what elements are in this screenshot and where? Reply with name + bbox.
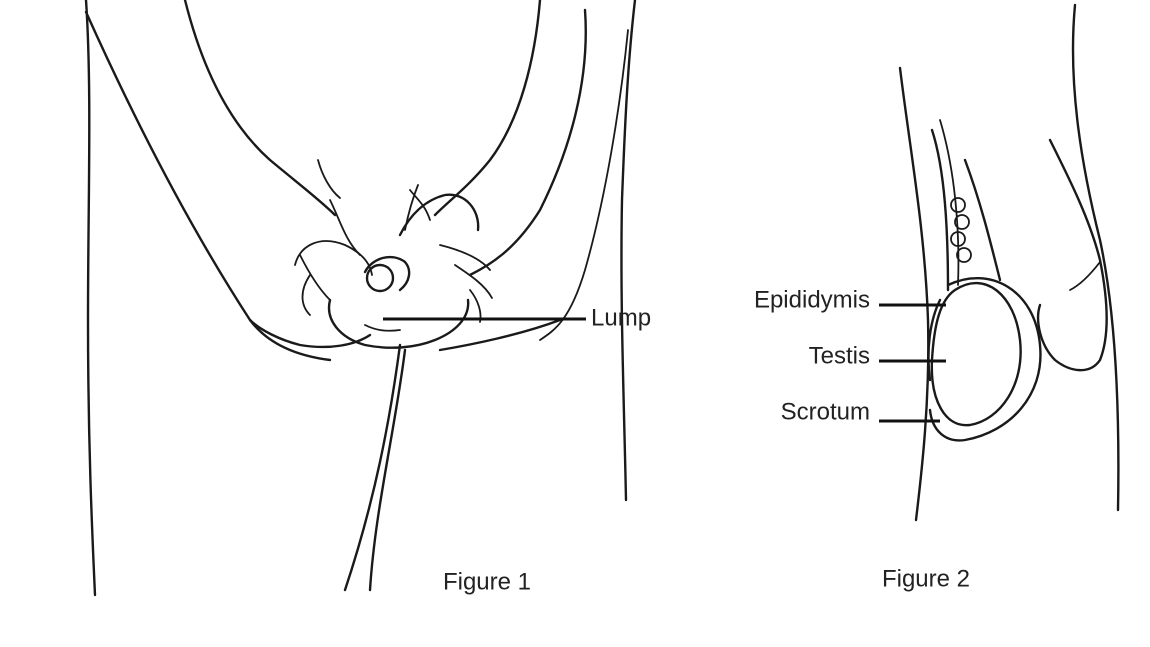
right-body-outline (620, 0, 637, 502)
lump-label: Lump (591, 304, 651, 331)
scrotum-outline-fig2 (928, 276, 1042, 442)
lump-circle (365, 263, 395, 293)
right-hand-fingers (404, 184, 493, 323)
leg-line-left (343, 343, 402, 592)
left-forearm-outline (183, 0, 337, 217)
right-arm-lower-outline (468, 8, 587, 277)
right-body-outline-fig2 (1071, 3, 1120, 512)
vessel-circle-3 (950, 231, 966, 247)
spermatic-cord-outer (930, 128, 950, 292)
penis-tip (1069, 261, 1101, 291)
spermatic-cord-inner (939, 119, 960, 286)
vessel-circle-4 (956, 247, 972, 263)
vessel-circle-1 (950, 197, 966, 213)
vessel-circle-2 (954, 214, 970, 230)
left-body-outline (84, 0, 97, 597)
left-thigh-outline (898, 66, 930, 522)
figure-1-caption: Figure 1 (443, 568, 531, 595)
scrotum-crease (364, 324, 401, 332)
leg-line-right (368, 348, 407, 592)
spermatic-cord-right (963, 158, 1002, 282)
left-hand-palm (294, 240, 373, 276)
testis-label: Testis (809, 342, 870, 369)
right-hand-outline (398, 193, 480, 237)
inner-thigh-line (438, 318, 562, 352)
epididymis-label: Epididymis (754, 286, 870, 313)
figure-2-caption: Figure 2 (882, 565, 970, 592)
testis-outline (930, 281, 1022, 427)
right-arm-outline (433, 0, 542, 217)
scrotum-outline-fig1 (327, 298, 470, 349)
left-hand-fingers (299, 159, 361, 316)
right-body-inner-outline (539, 29, 629, 341)
thumb-outline (363, 255, 411, 292)
left-arm-outline (84, 10, 332, 362)
figure-2-illustration (898, 3, 1120, 522)
figure-1-illustration (84, 0, 637, 597)
penis-outline (1036, 138, 1108, 372)
left-hand-outline (248, 318, 372, 349)
scrotum-label: Scrotum (781, 398, 870, 425)
